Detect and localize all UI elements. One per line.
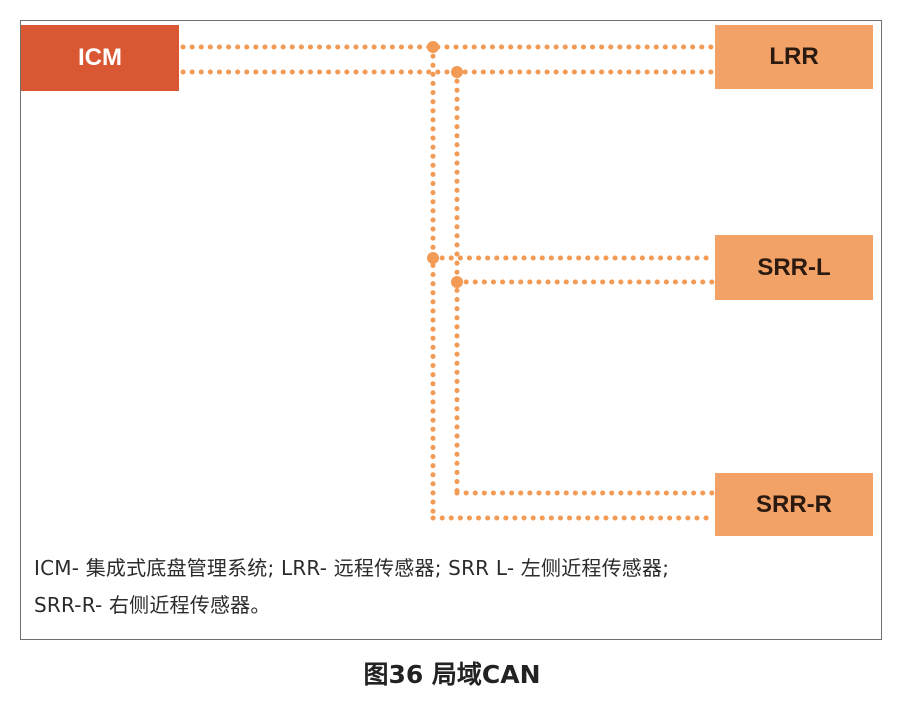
legend-line-2: SRR-R- 右侧近程传感器。 — [34, 593, 271, 617]
legend: ICM- 集成式底盘管理系统; LRR- 远程传感器; SRR L- 左侧近程传… — [34, 550, 874, 624]
junction-dot — [427, 252, 439, 264]
lrr-box — [715, 25, 873, 89]
lrr-label: LRR — [769, 43, 819, 70]
junction-dot — [451, 276, 463, 288]
legend-line-1: ICM- 集成式底盘管理系统; LRR- 远程传感器; SRR L- 左侧近程传… — [34, 556, 670, 580]
icm-label: ICM — [78, 44, 122, 71]
srr-l-label: SRR-L — [757, 253, 831, 281]
srr-l-box — [715, 235, 873, 300]
srr-r-box — [715, 473, 873, 536]
figure-caption: 图36 局域CAN — [363, 660, 541, 689]
junction-dot — [427, 41, 439, 53]
srr-r-label: SRR-R — [756, 490, 832, 518]
junction-dot — [451, 66, 463, 78]
diagram-frame — [20, 20, 882, 640]
icm-box — [21, 25, 179, 91]
